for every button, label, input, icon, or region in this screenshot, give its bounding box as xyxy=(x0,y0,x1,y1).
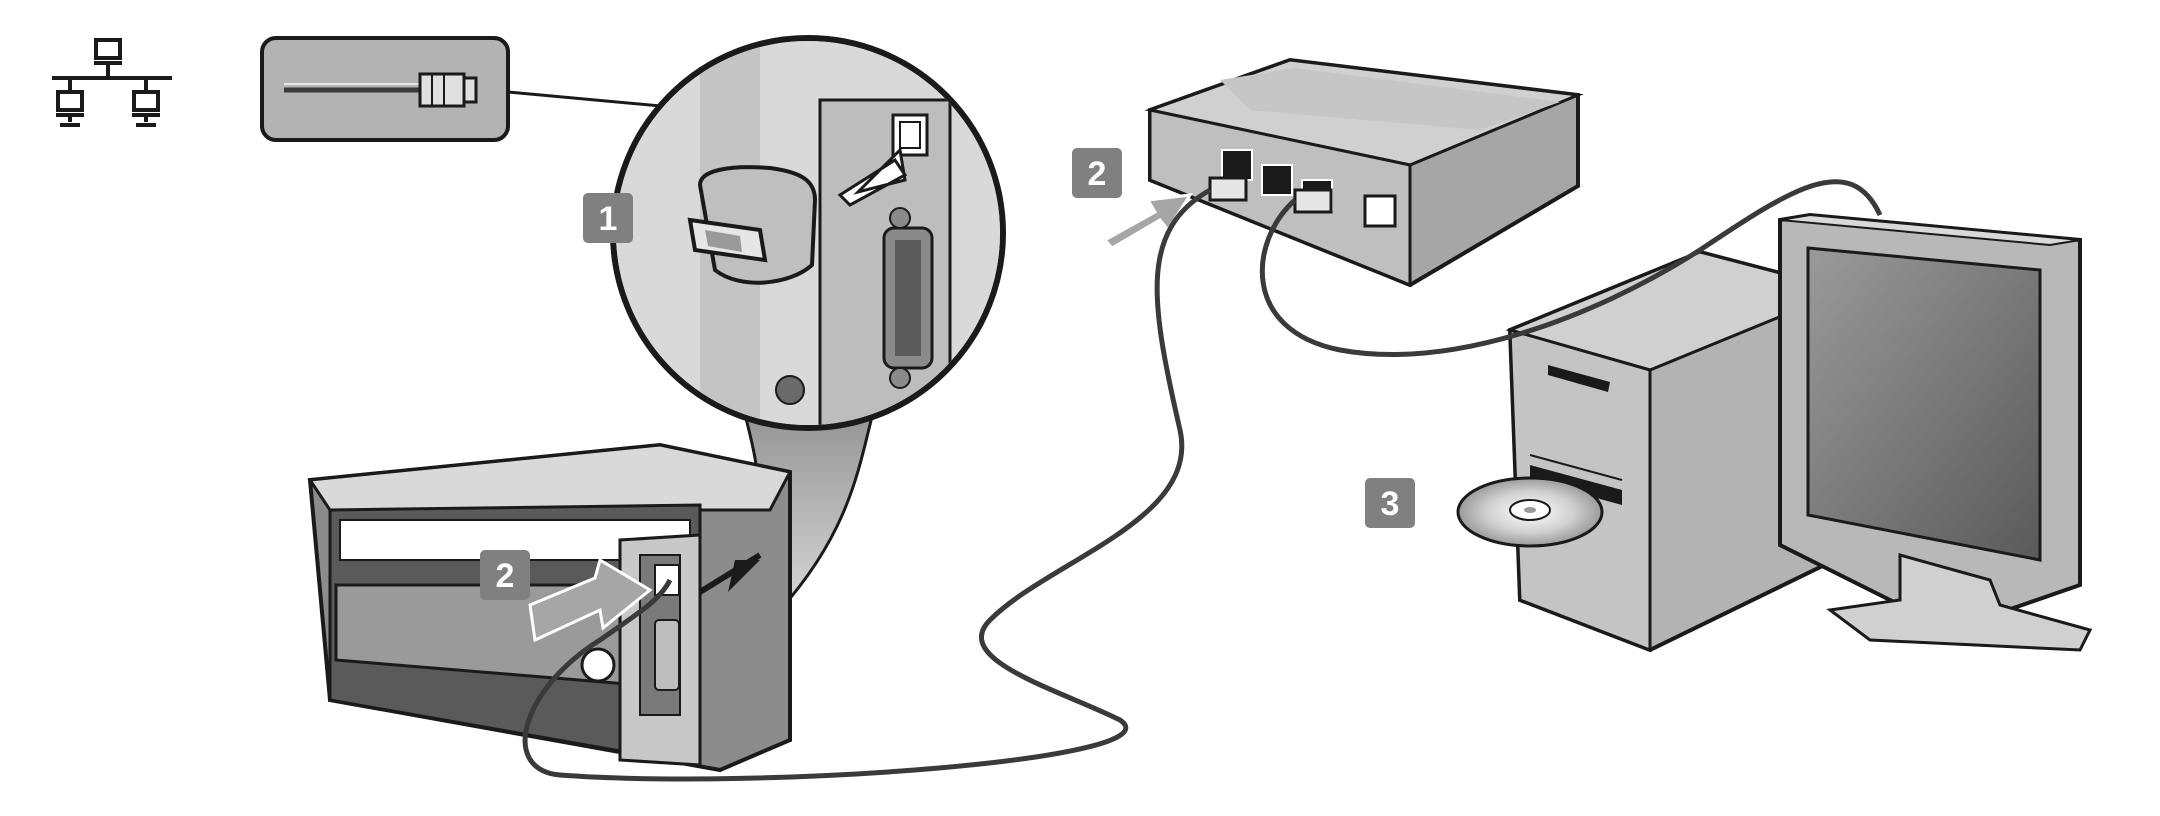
network-router xyxy=(1102,57,1584,288)
cd-disc-icon xyxy=(1456,476,1604,548)
printer-ethernet-port-icon xyxy=(654,564,680,596)
step-badge-label: 3 xyxy=(1381,485,1400,523)
port-cover-icon xyxy=(687,165,818,285)
step-badge-2-router: 2 xyxy=(1072,148,1122,198)
computer-tower xyxy=(1505,249,1850,653)
network-icon xyxy=(52,38,172,127)
step-badge-label: 1 xyxy=(599,200,618,238)
ethernet-cable-callout xyxy=(260,36,510,142)
magnified-port-view xyxy=(610,35,1006,612)
router-to-computer-cable xyxy=(1259,179,1883,357)
step-badge-2-printer: 2 xyxy=(480,550,530,600)
router-port-1-icon xyxy=(1221,149,1253,181)
step-badge-1: 1 xyxy=(583,193,633,243)
printer-to-router-cable xyxy=(522,187,1212,782)
ethernet-cable-icon xyxy=(284,72,478,108)
arrow-to-port-icon xyxy=(837,146,908,207)
printer xyxy=(307,442,793,773)
router-port-2-icon xyxy=(1261,164,1293,196)
step-badge-label: 2 xyxy=(496,557,515,595)
step-badge-label: 2 xyxy=(1088,155,1107,193)
router-port-4-icon xyxy=(1363,194,1397,228)
step-badge-3: 3 xyxy=(1365,478,1415,528)
printer-insert-arrow-icon xyxy=(528,557,653,643)
computer-monitor xyxy=(1778,212,2093,652)
